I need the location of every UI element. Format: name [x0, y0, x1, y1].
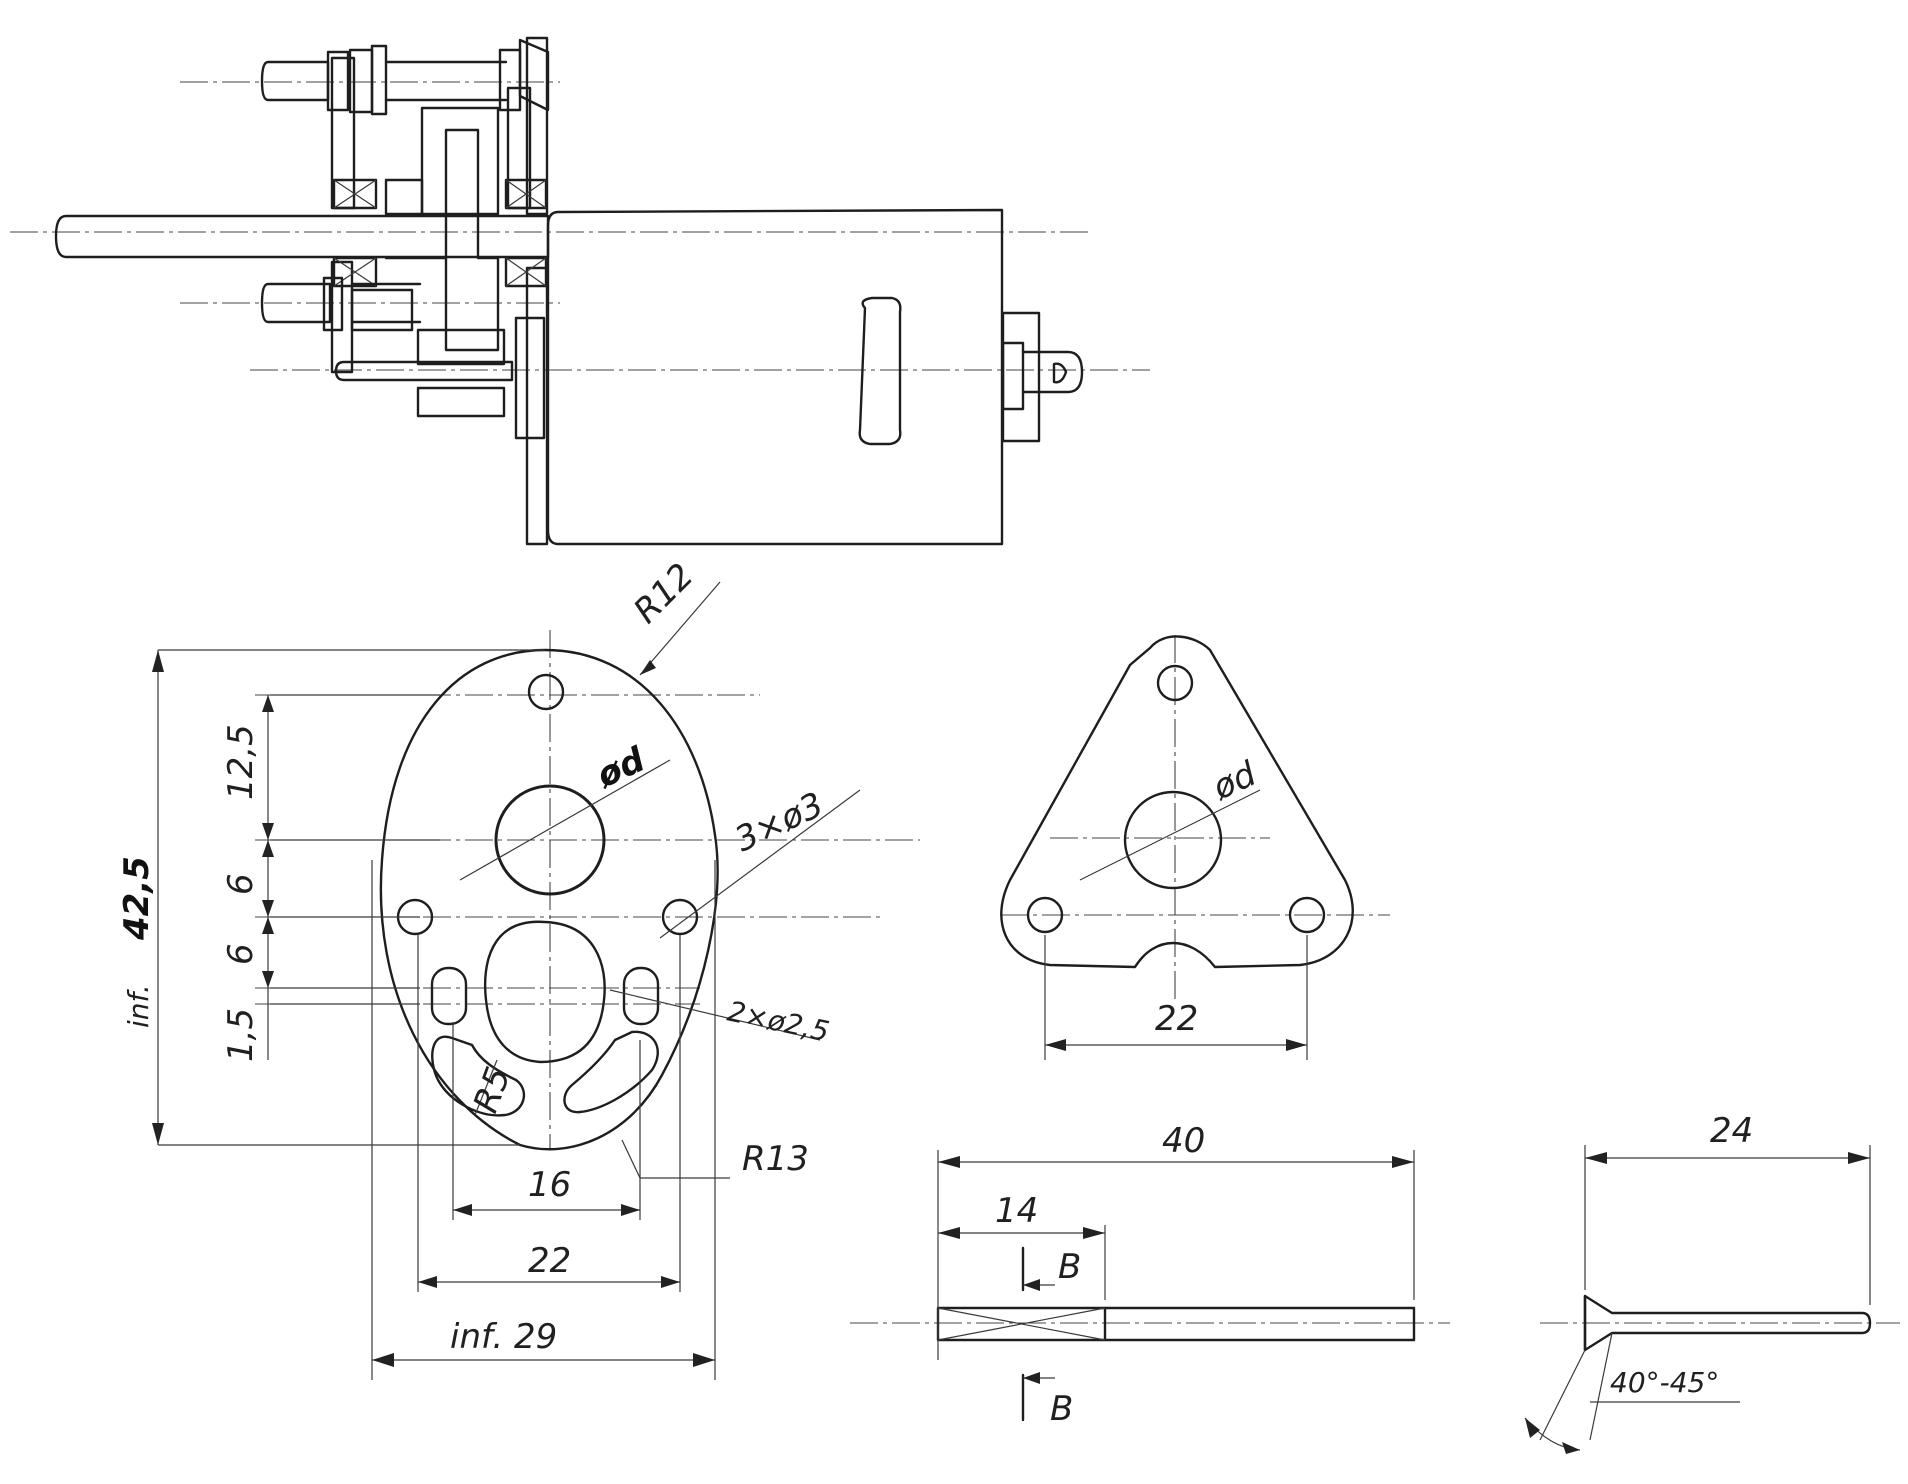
oval-plate-view: R12 ød 3×ø3 2×ø2,5 R5 R13 12,5 6 6 1,5 i… — [117, 556, 920, 1380]
dim-1-5-label: 1,5 — [221, 1008, 261, 1062]
kidney-slot-right — [563, 1030, 659, 1114]
upper-stud-bolt — [260, 38, 550, 116]
mounting-plate-section — [514, 36, 549, 546]
screw-dim-24-label: 24 — [1710, 1111, 1753, 1151]
tri-hole-left — [1026, 896, 1064, 934]
dim-6-lower-label: 6 — [221, 943, 261, 965]
dim-width-label: inf. 29 — [450, 1317, 557, 1357]
dim-height-label: 42,5 — [117, 856, 157, 941]
mount-hole-right — [661, 898, 699, 936]
mount-hole-top — [527, 673, 565, 711]
kidney-slot-left — [431, 1035, 526, 1117]
dim-6-upper-label: 6 — [221, 873, 261, 895]
bore-diameter-label: ød — [590, 739, 652, 796]
screw-body — [1583, 1294, 1872, 1352]
screw-view: 24 40°-45° — [1524, 1111, 1900, 1454]
tri-shaft-bore — [1123, 790, 1223, 890]
shaft-body — [936, 1306, 1416, 1342]
dim-22-label: 22 — [528, 1241, 571, 1281]
oval-plate-outline — [379, 648, 719, 1151]
tri-hole-top — [1156, 664, 1194, 702]
section-mark-top: B — [1058, 1247, 1081, 1287]
shaft-dim-40-label: 40 — [1162, 1121, 1205, 1161]
radius-r12-label: R12 — [626, 556, 702, 632]
oval-plate-arrowheads — [152, 650, 715, 1367]
motor-boss-cutout — [483, 920, 606, 1064]
three-holes-label: 3×ø3 — [729, 785, 830, 860]
section-mark-bottom: B — [1050, 1389, 1073, 1429]
two-holes-label: 2×ø2,5 — [725, 995, 833, 1049]
lower-stud-bolt — [260, 276, 422, 332]
slot-right — [622, 966, 660, 1026]
tri-hole-right — [1288, 896, 1326, 934]
triangle-plate-view: ød 22 — [1000, 635, 1390, 1060]
dim-12-5-label: 12,5 — [221, 724, 261, 800]
radius-r13-label: R13 — [742, 1139, 809, 1179]
tri-dim-22-label: 22 — [1155, 999, 1198, 1039]
shaft-bore-hole — [494, 784, 606, 896]
tri-bore-diameter-label: ød — [1206, 754, 1263, 809]
side-view-assembly — [10, 36, 1150, 546]
output-shaft — [54, 214, 550, 259]
motor-body — [546, 208, 1084, 546]
dim-16-label: 16 — [528, 1165, 571, 1205]
triangle-plate-outline — [1000, 635, 1354, 969]
shaft-view: 40 14 B B — [850, 1121, 1450, 1429]
shaft-dim-14-label: 14 — [995, 1191, 1038, 1231]
screw-angle-label: 40°-45° — [1610, 1366, 1719, 1399]
slot-left — [430, 966, 468, 1026]
intermediate-pin — [334, 360, 514, 382]
gear-train-section — [350, 106, 506, 418]
dim-height-prefix-label: inf. — [122, 984, 155, 1028]
bearing-symbols — [332, 178, 548, 288]
